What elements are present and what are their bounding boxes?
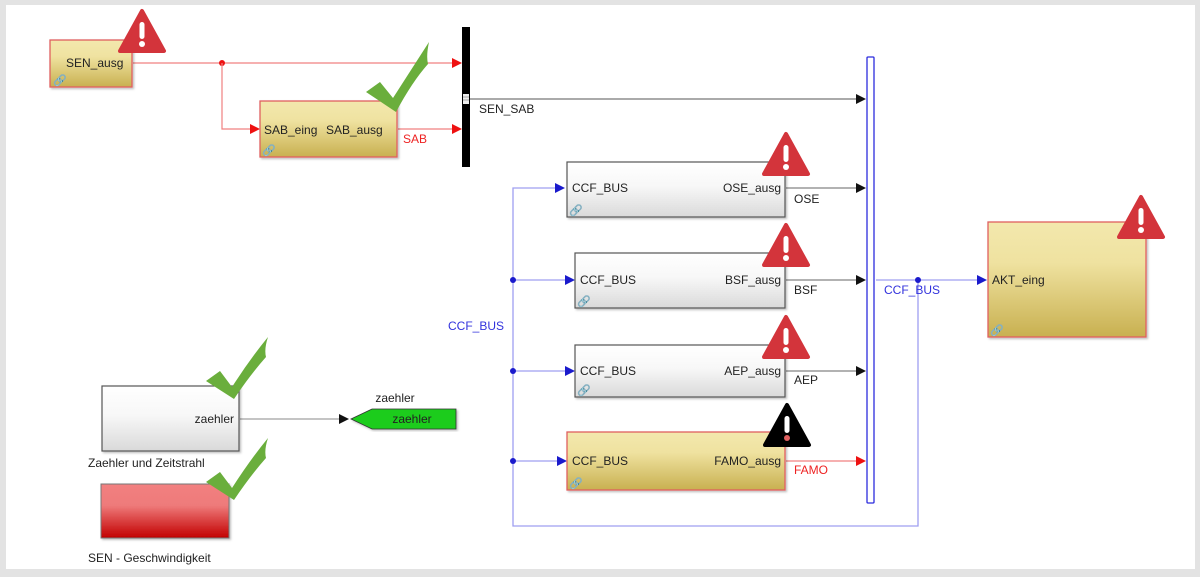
bus-creator-sen-sab[interactable]: [462, 27, 470, 167]
port-label-aep-out: AEP_ausg: [724, 364, 781, 378]
block-ose[interactable]: [566, 161, 786, 218]
goto-block-zaehler[interactable]: [350, 408, 457, 430]
link-icon: 🔗: [262, 143, 276, 157]
checkmark-icon: [206, 337, 268, 399]
signal-zaehler[interactable]: [240, 414, 349, 424]
bus-creator-ccf-bus[interactable]: [866, 56, 875, 504]
port-label-bsf-out: BSF_ausg: [725, 273, 781, 287]
port-label-ose-in: CCF_BUS: [572, 181, 628, 195]
block-sab[interactable]: [259, 100, 398, 158]
signal-label-ose: OSE: [794, 192, 819, 206]
link-icon: 🔗: [569, 203, 583, 217]
signal-label-famo: FAMO: [794, 463, 828, 477]
signal-ccf-bus-distribution[interactable]: CCF_BUS: [448, 183, 919, 527]
block-sen-geschwindigkeit[interactable]: [100, 483, 230, 539]
signal-ose[interactable]: OSE: [786, 183, 866, 206]
block-sen-ausg[interactable]: [49, 39, 133, 88]
simulink-canvas: SAB SEN_SAB CCF_BUS OSE BSF AEP: [6, 5, 1195, 569]
signal-famo[interactable]: FAMO: [786, 456, 866, 477]
port-label-akt-eing: AKT_eing: [992, 273, 1045, 287]
signal-sen-ausg[interactable]: [133, 58, 462, 134]
block-name-sen-geschwindigkeit: SEN - Geschwindigkeit: [88, 551, 211, 565]
error-icon: [763, 403, 811, 447]
signal-label-sab: SAB: [403, 132, 427, 146]
block-akt-eing[interactable]: [987, 221, 1147, 338]
port-label-aep-in: CCF_BUS: [580, 364, 636, 378]
signal-label-ccf-bus-right: CCF_BUS: [884, 283, 940, 297]
warning-icon: [762, 223, 810, 267]
port-label-sen-ausg: SEN_ausg: [66, 56, 123, 70]
port-label-famo-out: FAMO_ausg: [714, 454, 781, 468]
link-icon: 🔗: [577, 383, 591, 397]
block-aep[interactable]: [574, 344, 786, 398]
block-bsf[interactable]: [574, 252, 786, 309]
signal-sen-sab[interactable]: SEN_SAB: [470, 94, 866, 116]
block-famo[interactable]: [566, 431, 786, 491]
port-label-bsf-in: CCF_BUS: [580, 273, 636, 287]
checkmark-icon: [366, 42, 429, 112]
signal-sab[interactable]: SAB: [398, 124, 462, 146]
signal-label-aep: AEP: [794, 373, 818, 387]
block-zaehler-und-zeitstrahl[interactable]: [101, 385, 240, 452]
port-label-sab-ausg: SAB_ausg: [326, 123, 383, 137]
block-diagram: SAB SEN_SAB CCF_BUS OSE BSF AEP: [49, 9, 1165, 565]
signal-aep[interactable]: AEP: [786, 366, 866, 387]
block-name-zaehler-und-zeitstrahl: Zaehler und Zeitstrahl: [88, 456, 205, 470]
port-label-famo-in: CCF_BUS: [572, 454, 628, 468]
warning-icon: [1117, 195, 1165, 239]
port-label-sab-eing: SAB_eing: [264, 123, 317, 137]
link-icon: 🔗: [990, 323, 1004, 337]
warning-icon: [762, 315, 810, 359]
signal-label-sen-sab: SEN_SAB: [479, 102, 534, 116]
link-icon: 🔗: [577, 294, 591, 308]
signal-label-ccf-bus-left: CCF_BUS: [448, 319, 504, 333]
signal-ccf-bus-akt[interactable]: CCF_BUS: [876, 275, 987, 297]
warning-icon: [118, 9, 166, 53]
warning-icon: [762, 132, 810, 176]
port-label-ose-out: OSE_ausg: [723, 181, 781, 195]
link-icon: 🔗: [569, 476, 583, 490]
goto-label-zaehler: zaehler: [375, 391, 414, 405]
port-label-zaehler: zaehler: [195, 412, 234, 426]
checkmark-icon: [206, 438, 268, 500]
signal-label-bsf: BSF: [794, 283, 817, 297]
signal-bsf[interactable]: BSF: [786, 275, 866, 297]
goto-tag-zaehler: zaehler: [392, 412, 431, 426]
link-icon: 🔗: [53, 73, 67, 87]
